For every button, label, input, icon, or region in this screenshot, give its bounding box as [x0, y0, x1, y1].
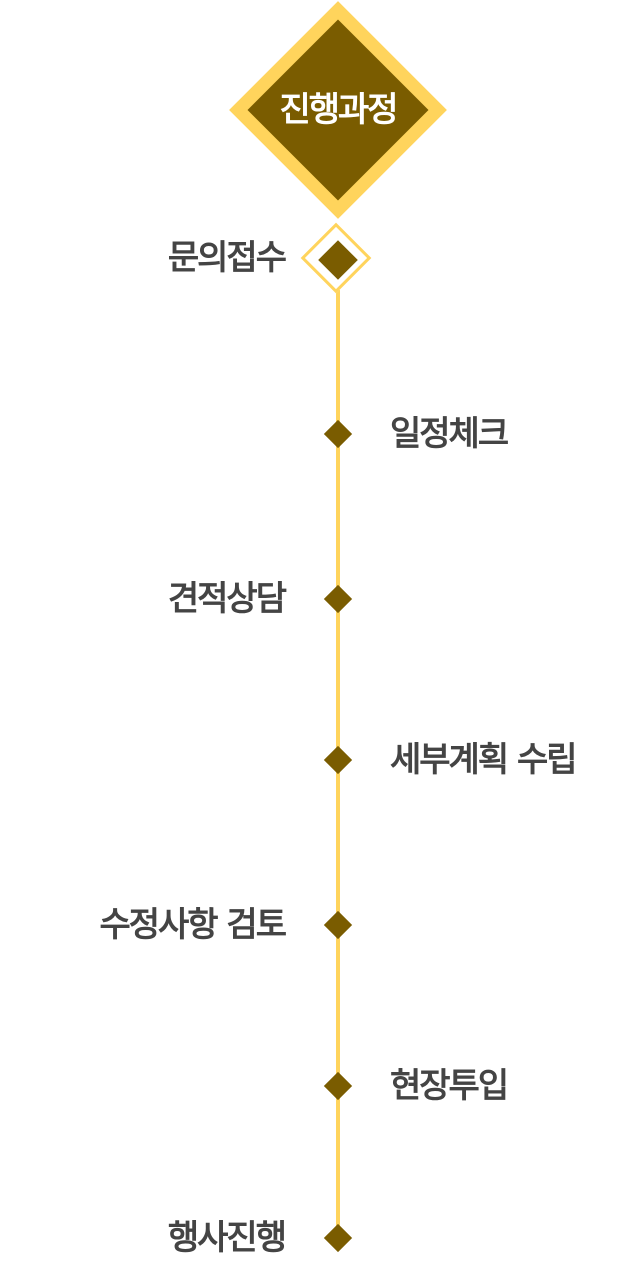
step-label-detailed-plan: 세부계획 수립	[390, 740, 578, 780]
title-badge: 진행과정	[228, 0, 448, 220]
step-label-revision-review: 수정사항 검토	[99, 905, 287, 945]
step-marker-site-deployment-icon	[323, 1071, 353, 1101]
step-label-estimate-consult: 견적상담	[167, 579, 287, 619]
step-label-event-progress: 행사진행	[167, 1218, 287, 1258]
step-marker-event-progress-icon	[323, 1223, 353, 1253]
step-label-inquiry: 문의접수	[167, 238, 287, 278]
step-label-site-deployment: 현장투입	[390, 1066, 509, 1106]
step-marker-detailed-plan-icon	[323, 745, 353, 775]
step-label-schedule-check: 일정체크	[390, 414, 509, 454]
diagram-title: 진행과정	[279, 90, 398, 130]
step-marker-estimate-consult-icon	[323, 584, 353, 614]
step-marker-schedule-check-icon	[323, 419, 353, 449]
step-marker-revision-review-icon	[323, 910, 353, 940]
